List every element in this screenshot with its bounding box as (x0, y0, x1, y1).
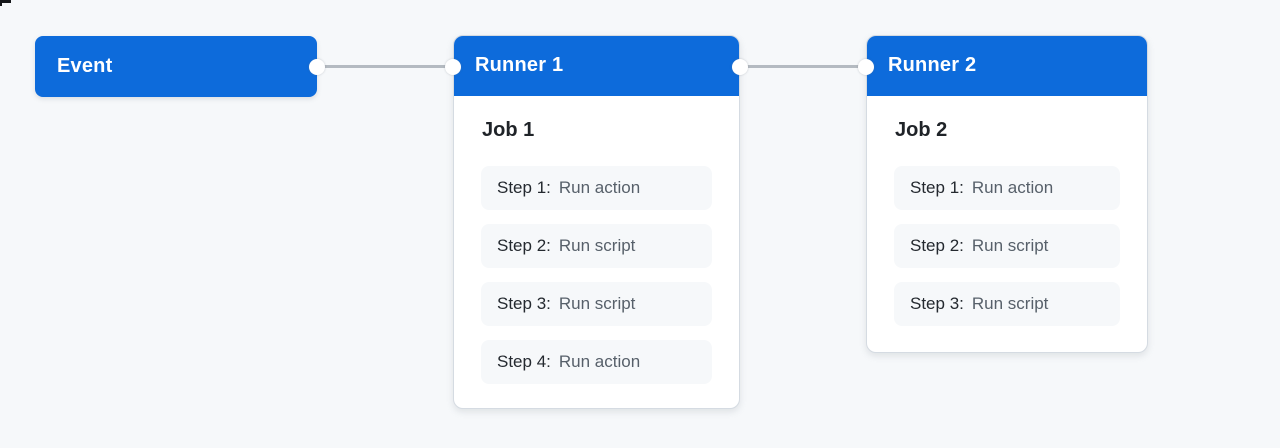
job-1-title: Job 1 (482, 119, 535, 141)
job-1-step-1: Step 1: Run action (481, 166, 712, 210)
step-label: Step 1: (910, 178, 964, 197)
step-action: Run action (971, 178, 1054, 197)
runner-1-body: Job 1 Step 1: Run action Step 2: Run scr… (454, 96, 739, 384)
job-2-step-1: Step 1: Run action (894, 166, 1120, 210)
step-label: Step 2: (497, 236, 551, 255)
job-2-title: Job 2 (895, 119, 948, 141)
job-2-step-2: Step 2: Run script (894, 224, 1120, 268)
job-2-step-3: Step 3: Run script (894, 282, 1120, 326)
event-node: Event (35, 36, 317, 97)
step-action: Run action (558, 178, 641, 197)
step-label: Step 2: (910, 236, 964, 255)
job-1-step-3: Step 3: Run script (481, 282, 712, 326)
step-action: Run script (971, 294, 1049, 313)
connector-dot-runner2-left (858, 59, 874, 75)
runner-1-header: Runner 1 (454, 36, 739, 96)
runner-1-label: Runner 1 (475, 54, 564, 76)
step-action: Run action (558, 352, 641, 371)
event-label: Event (57, 55, 113, 77)
connector-line-event-runner1 (317, 65, 453, 68)
step-action: Run script (558, 236, 636, 255)
step-action: Run script (558, 294, 636, 313)
connector-dot-runner1-left (445, 59, 461, 75)
job-1-step-2: Step 2: Run script (481, 224, 712, 268)
step-label: Step 3: (910, 294, 964, 313)
runner-1-card: Runner 1 Job 1 Step 1: Run action Step 2… (453, 35, 740, 409)
corner-artifact (0, 0, 11, 6)
runner-2-body: Job 2 Step 1: Run action Step 2: Run scr… (867, 96, 1147, 326)
step-label: Step 4: (497, 352, 551, 371)
step-action: Run script (971, 236, 1049, 255)
connector-dot-runner1-right (732, 59, 748, 75)
connector-dot-event-right (309, 59, 325, 75)
step-label: Step 3: (497, 294, 551, 313)
runner-2-header: Runner 2 (867, 36, 1147, 96)
job-1-step-4: Step 4: Run action (481, 340, 712, 384)
step-label: Step 1: (497, 178, 551, 197)
connector-line-runner1-runner2 (740, 65, 866, 68)
runner-2-card: Runner 2 Job 2 Step 1: Run action Step 2… (866, 35, 1148, 353)
runner-2-label: Runner 2 (888, 54, 977, 76)
